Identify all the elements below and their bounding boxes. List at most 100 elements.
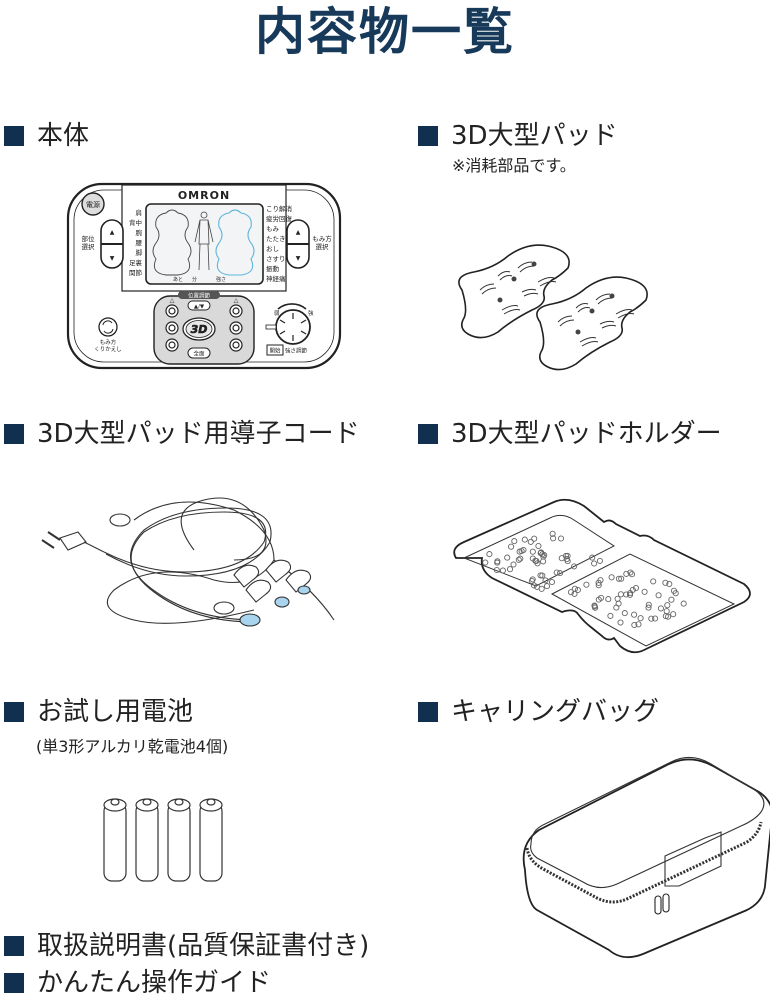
hole xyxy=(486,551,493,558)
item-label: お試し用電池 xyxy=(37,697,194,727)
pad-holder-illustration xyxy=(453,498,751,654)
3d-button[interactable]: 3D xyxy=(182,317,216,341)
hole xyxy=(493,566,500,574)
hole xyxy=(664,602,671,609)
hole xyxy=(621,610,628,617)
all-area-button[interactable]: 全面 xyxy=(187,347,211,359)
hole xyxy=(631,611,638,618)
white-electrode-snap xyxy=(213,601,235,615)
body-part-label: 肩 xyxy=(136,208,143,217)
hole xyxy=(557,535,565,542)
hole xyxy=(618,575,625,582)
hole xyxy=(515,556,522,563)
power-button[interactable]: 電源 xyxy=(81,192,105,216)
hole xyxy=(629,586,636,593)
svg-text:開始: 開始 xyxy=(269,347,281,355)
mode-select-rocker[interactable]: ▲ ▼ xyxy=(286,219,310,269)
mode-label: こり解消 xyxy=(266,204,293,213)
carrying-bag-illustration xyxy=(522,756,770,959)
hole xyxy=(556,570,564,577)
main-unit-illustration: OMRON 肩 背中 腕 腰 脚 足裏 関節 こり解消 疲労回復 もみ たたき … xyxy=(66,182,342,370)
hole xyxy=(528,577,535,585)
hole xyxy=(595,582,602,589)
item-heading-pad-cord: 3D大型パッド用導子コード xyxy=(4,419,360,449)
hole xyxy=(596,557,603,564)
position-adjust-badge xyxy=(178,291,220,299)
hole xyxy=(672,590,679,597)
repeat-mode-button[interactable] xyxy=(98,317,118,337)
left-pad-display-icon xyxy=(152,209,192,276)
item-heading-carrying-bag: キャリングバッグ xyxy=(418,697,659,727)
strength-display-label: 強さ xyxy=(216,276,226,283)
body-part-label: 背中 xyxy=(129,218,142,227)
hole xyxy=(549,530,556,537)
hole xyxy=(665,613,672,620)
batteries-illustration xyxy=(103,798,223,882)
item-heading-main-unit: 本体 xyxy=(4,121,89,151)
part-select-label: 選択 xyxy=(82,242,96,251)
strength-dial[interactable] xyxy=(265,303,311,345)
body-part-label: 脚 xyxy=(136,248,143,257)
hole xyxy=(550,535,557,542)
item-label: かんたん操作ガイド xyxy=(37,968,272,998)
hole xyxy=(652,615,659,622)
item-label: キャリングバッグ xyxy=(451,697,660,727)
hole xyxy=(539,572,546,579)
item-label: 3D大型パッド用導子コード xyxy=(37,419,360,449)
hole xyxy=(592,604,599,611)
remaining-time-label: あと xyxy=(173,277,183,283)
pad-cord-illustration xyxy=(41,497,335,627)
item-heading-quick-guide: かんたん操作ガイド xyxy=(4,968,271,998)
right-pad-display-icon xyxy=(215,209,255,276)
item-label: 3D大型パッドホルダー xyxy=(451,419,722,449)
hole xyxy=(608,574,615,581)
hole xyxy=(626,591,634,598)
hole xyxy=(668,596,675,603)
start-button[interactable]: 開始 xyxy=(266,344,284,356)
item-heading-pad-holder: 3D大型パッドホルダー xyxy=(418,419,722,449)
hole xyxy=(613,604,620,611)
body-figure-icon xyxy=(194,211,214,271)
page-title: 内容物一覧 xyxy=(255,3,515,61)
minutes-label: 分 xyxy=(192,276,197,283)
body-part-label: 腕 xyxy=(136,228,143,237)
holder-holes xyxy=(482,530,687,629)
item-label: 本体 xyxy=(37,121,90,151)
hole xyxy=(650,578,657,585)
updown-button[interactable]: ▲/▼ xyxy=(187,300,211,311)
hole xyxy=(615,575,622,582)
mode-label: たたき xyxy=(266,235,286,243)
triangle-icon: △ xyxy=(170,297,175,304)
hole xyxy=(595,596,602,603)
mode-label: 神経痛 xyxy=(266,274,286,283)
pad-right xyxy=(536,276,648,371)
mode-select-label: もみ方 xyxy=(312,234,332,243)
hole xyxy=(623,570,630,577)
hole xyxy=(535,542,542,550)
hole xyxy=(632,584,640,592)
part-select-rocker[interactable]: ▲ ▼ xyxy=(100,219,124,269)
item-label: 3D大型パッド xyxy=(451,121,618,151)
hole xyxy=(541,552,548,559)
hole xyxy=(574,586,581,594)
hole xyxy=(506,566,514,573)
hole xyxy=(605,596,612,603)
blue-electrode-snap xyxy=(239,613,261,627)
body-part-label: 足裏 xyxy=(129,258,143,267)
repeat-icon xyxy=(102,320,114,334)
right-position-buttons[interactable] xyxy=(229,304,243,352)
bullet-square-icon xyxy=(4,126,24,146)
down-arrow-icon: ▼ xyxy=(110,255,115,262)
hole xyxy=(628,571,636,578)
hole xyxy=(614,595,621,602)
hole xyxy=(655,592,662,599)
pad-left xyxy=(458,244,570,339)
up-arrow-icon: ▲ xyxy=(296,229,301,236)
hole xyxy=(504,554,511,561)
svg-text:電源: 電源 xyxy=(86,200,100,209)
item-heading-manual: 取扱説明書(品質保証書付き) xyxy=(4,931,369,961)
left-position-buttons[interactable] xyxy=(165,304,179,352)
bullet-square-icon xyxy=(4,424,24,444)
hole xyxy=(531,535,538,542)
bag-handle xyxy=(664,831,722,887)
